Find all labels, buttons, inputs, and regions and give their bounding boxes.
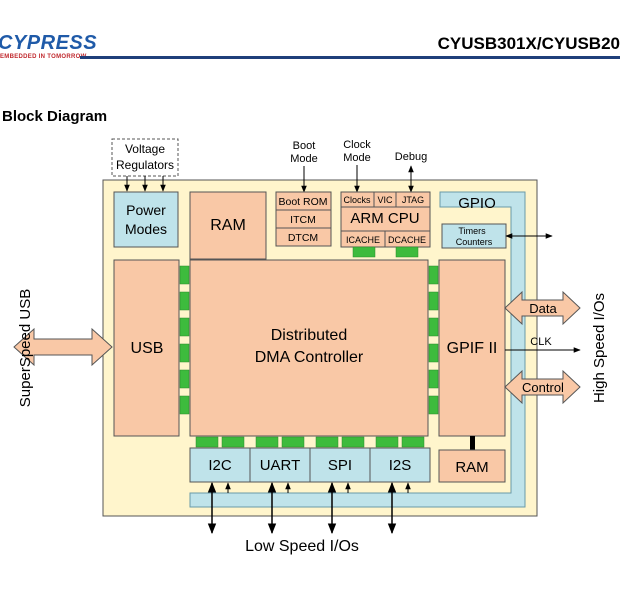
ram-top-box <box>189 191 267 260</box>
voltage-regulators-label-1: Voltage <box>125 142 165 156</box>
jtag-box <box>395 191 431 208</box>
i2c-port-1 <box>195 436 219 448</box>
i2s-label: I2S <box>389 457 412 474</box>
ram-bottom-label: RAM <box>455 459 488 476</box>
gpif-port-1 <box>428 265 439 285</box>
clock-mode-label-1: Clock <box>343 139 371 151</box>
debug-label: Debug <box>395 151 427 163</box>
i2c-port-2 <box>221 436 245 448</box>
icache-connector <box>352 246 376 258</box>
clocks-label: Clocks <box>343 195 371 205</box>
timers-label: Timers <box>458 226 486 236</box>
cypress-logo: CYPRESS <box>0 32 98 54</box>
gpif-ram-connector <box>470 436 475 450</box>
usb-port-6 <box>179 395 190 415</box>
i2s-port-1 <box>375 436 399 448</box>
cypress-tagline: EMBEDDED IN TOMORROW <box>0 54 87 60</box>
header-rule <box>80 56 620 59</box>
voltage-regulators-box <box>111 138 179 177</box>
usb-port-5 <box>179 369 190 389</box>
arm-cpu-label: ARM CPU <box>350 210 419 227</box>
icache-label: ICACHE <box>346 235 380 245</box>
spi-port-2 <box>341 436 365 448</box>
dtcm-label: DTCM <box>288 232 318 244</box>
superspeed-usb-label: SuperSpeed USB <box>17 289 34 407</box>
dcache-connector <box>395 246 419 258</box>
vic-label: VIC <box>377 195 393 205</box>
boot-mode-label-2: Mode <box>290 153 318 165</box>
ram-top-label: RAM <box>210 217 246 234</box>
low-speed-ios-label: Low Speed I/Os <box>245 538 359 555</box>
high-speed-ios-label: High Speed I/Os <box>591 293 608 403</box>
peripheral-bus <box>189 191 526 508</box>
usb-port-3 <box>179 317 190 337</box>
i2s-box <box>369 447 431 483</box>
spi-label: SPI <box>328 457 352 474</box>
i2c-box <box>189 447 251 483</box>
clock-mode-label-2: Mode <box>343 152 371 164</box>
usb-label: USB <box>131 340 164 357</box>
clk-label: CLK <box>530 336 552 348</box>
i2c-label: I2C <box>208 457 232 474</box>
power-modes-label-1: Power <box>126 202 166 218</box>
counters-label: Counters <box>456 237 493 247</box>
timers-counters-box <box>441 223 507 249</box>
uart-label: UART <box>260 457 301 474</box>
dtcm-box <box>275 227 332 247</box>
document-title: CYUSB301X/CYUSB20 <box>437 34 620 53</box>
spi-port-1 <box>315 436 339 448</box>
superspeed-usb-arrow <box>13 327 113 367</box>
usb-port-4 <box>179 343 190 363</box>
dma-label-2: DMA Controller <box>255 349 364 366</box>
boot-mode-label-1: Boot <box>293 140 316 152</box>
power-modes-box <box>113 191 179 248</box>
gpif-port-3 <box>428 317 439 337</box>
gpif-port-5 <box>428 369 439 389</box>
power-modes-label-2: Modes <box>125 221 167 237</box>
control-arrow <box>504 369 581 405</box>
dcache-label: DCACHE <box>388 235 426 245</box>
i2s-port-2 <box>401 436 425 448</box>
uart-box <box>249 447 311 483</box>
gpif-port-2 <box>428 291 439 311</box>
dma-label-1: Distributed <box>271 327 347 344</box>
uart-port-2 <box>281 436 305 448</box>
dma-controller-box <box>189 259 429 437</box>
gpif-port-4 <box>428 343 439 363</box>
boot-rom-label: Boot ROM <box>278 196 327 208</box>
ram-bottom-box <box>438 449 506 483</box>
itcm-label: ITCM <box>290 214 316 226</box>
jtag-label: JTAG <box>402 195 424 205</box>
uart-port-1 <box>255 436 279 448</box>
gpif-port-6 <box>428 395 439 415</box>
gpio-label: GPIO <box>458 195 496 212</box>
gpif-box <box>438 259 506 437</box>
data-label: Data <box>529 301 557 316</box>
data-arrow <box>504 290 581 326</box>
voltage-regulators-label-2: Regulators <box>116 158 174 172</box>
usb-port-1 <box>179 265 190 285</box>
usb-box <box>113 259 180 437</box>
gpif-label: GPIF II <box>447 340 498 357</box>
control-label: Control <box>522 380 564 395</box>
section-title: Block Diagram <box>2 108 108 125</box>
usb-port-2 <box>179 291 190 311</box>
